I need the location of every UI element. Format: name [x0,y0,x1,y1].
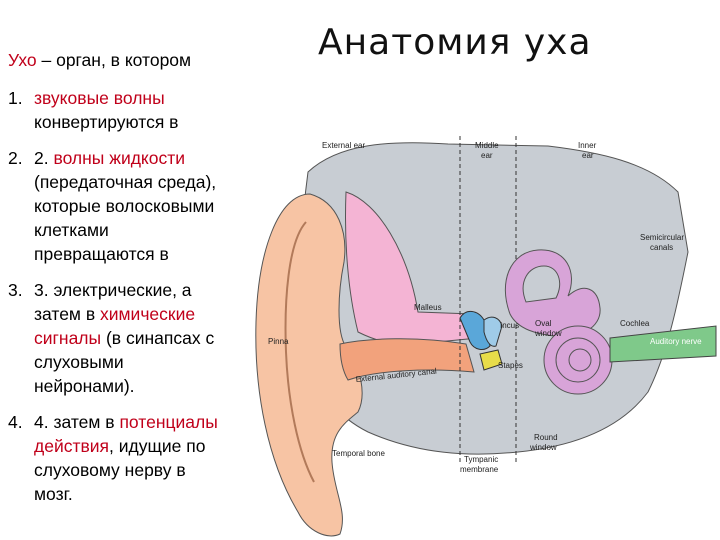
intro-term: Ухо [8,50,37,70]
label-inner-ear-1: Inner [578,141,597,150]
label-incus: Incus [500,321,519,330]
list-lead: 4. затем в [34,412,119,432]
slide-title: Анатомия уха [318,22,592,63]
list-body: звуковые волны конвертируются в [34,86,228,134]
label-tympanic-2: membrane [460,465,499,474]
list-body: 4. затем в потенциалы действия, идущие п… [34,410,228,506]
label-semicircular-2: canals [650,243,673,252]
label-auditory-nerve: Auditory nerve [650,337,702,346]
list-highlight: волны жидкости [53,148,185,168]
list-body: 3. электрические, а затем в химические с… [34,278,228,398]
label-round-window-1: Round [534,433,558,442]
list-number: 4. [8,410,34,506]
intro-rest: – орган, в котором [37,50,191,70]
list-lead: 2. [34,148,53,168]
list-body: 2. волны жидкости (передаточная среда), к… [34,146,228,266]
label-oval-window-1: Oval [535,319,552,328]
list-number: 1. [8,86,34,134]
list-number: 3. [8,278,34,398]
label-temporal-bone: Temporal bone [332,449,385,458]
list-item-4: 4. 4. затем в потенциалы действия, идущи… [8,410,228,506]
label-malleus: Malleus [414,303,442,312]
label-tympanic-1: Tympanic [464,455,498,464]
label-stapes: Stapes [498,361,523,370]
label-external-ear: External ear [322,141,365,150]
intro-line: Ухо – орган, в котором [8,48,228,72]
list-highlight: звуковые волны [34,88,165,108]
label-inner-ear-2: ear [582,151,594,160]
list-text: (передаточная среда), которые волосковым… [34,172,216,264]
list-item-1: 1. звуковые волны конвертируются в [8,86,228,134]
label-semicircular-1: Semicircular [640,233,684,242]
label-middle-ear-1: Middle [475,141,499,150]
label-pinna: Pinna [268,337,289,346]
list-item-2: 2. 2. волны жидкости (передаточная среда)… [8,146,228,266]
text-column: Ухо – орган, в котором 1. звуковые волны… [8,48,228,518]
list-text: конвертируются в [34,112,178,132]
label-oval-window-2: window [534,329,562,338]
label-middle-ear-2: ear [481,151,493,160]
label-cochlea: Cochlea [620,319,650,328]
list-item-3: 3. 3. электрические, а затем в химически… [8,278,228,398]
ear-anatomy-diagram: External ear Middle ear Inner ear Semici… [248,132,718,540]
label-round-window-2: window [529,443,557,452]
list-number: 2. [8,146,34,266]
